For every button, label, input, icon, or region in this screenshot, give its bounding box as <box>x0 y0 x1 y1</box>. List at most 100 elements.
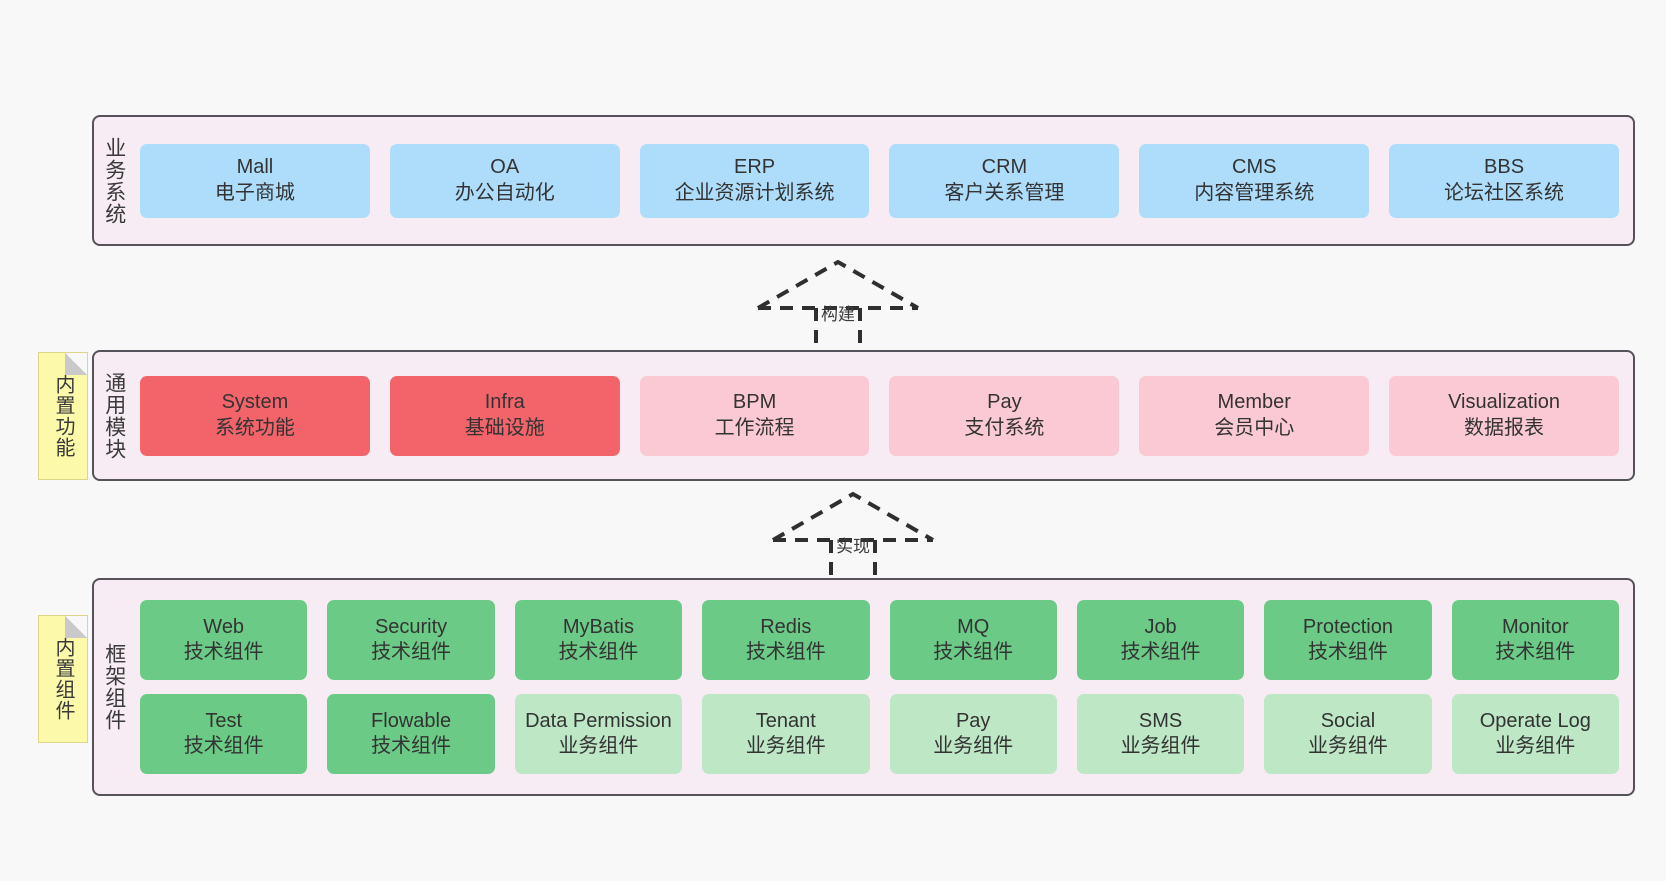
card-monitor-en: Monitor <box>1501 615 1569 638</box>
card-operate-log-cn: 业务组件 <box>1495 735 1576 757</box>
card-cms[interactable]: CMS 内容管理系统 <box>1139 143 1370 218</box>
card-erp-en: ERP <box>734 156 776 179</box>
card-visualization-en: Visualization <box>1448 391 1561 414</box>
card-mall[interactable]: Mall 电子商城 <box>140 143 370 218</box>
layer-business-title: 业务系统 <box>102 136 126 225</box>
card-bbs-cn: 论坛社区系统 <box>1444 181 1565 204</box>
card-visualization[interactable]: Visualization 数据报表 <box>1389 375 1619 456</box>
card-monitor[interactable]: Monitor 技术组件 <box>1451 600 1619 680</box>
card-web-cn: 技术组件 <box>183 641 264 663</box>
card-system-cn: 系统功能 <box>214 416 295 439</box>
card-member-en: Member <box>1217 391 1291 414</box>
card-job-en: Job <box>1144 615 1177 638</box>
card-crm[interactable]: CRM 客户关系管理 <box>889 143 1120 218</box>
note-builtin-components-label: 内置组件 <box>52 637 74 721</box>
card-bpm[interactable]: BPM 工作流程 <box>639 375 870 456</box>
card-oa-en: OA <box>490 156 520 179</box>
card-security-en: Security <box>374 615 448 638</box>
layer-business-system: 业务系统 Mall 电子商城 OA 办公自动化 ERP 企业资源计划系统 CRM… <box>92 115 1635 246</box>
note-builtin-features: 内置功能 <box>38 352 88 480</box>
framework-card-row-business: Test 技术组件 Flowable 技术组件 Data Permission … <box>140 694 1619 774</box>
card-tenant[interactable]: Tenant 业务组件 <box>702 694 870 774</box>
layer-business-body: Mall 电子商城 OA 办公自动化 ERP 企业资源计划系统 CRM 客户关系… <box>134 117 1633 244</box>
card-infra[interactable]: Infra 基础设施 <box>389 375 620 456</box>
framework-card-row-technical: Web 技术组件 Security 技术组件 MyBatis 技术组件 Redi… <box>140 600 1619 680</box>
card-sms-en: SMS <box>1138 709 1183 732</box>
card-mall-en: Mall <box>236 156 274 179</box>
layer-modules-title: 通用模块 <box>102 371 126 460</box>
card-test[interactable]: Test 技术组件 <box>140 694 308 774</box>
card-pay-module-cn: 支付系统 <box>964 416 1045 439</box>
note-builtin-components: 内置组件 <box>38 615 88 743</box>
layer-modules-body: System 系统功能 Infra 基础设施 BPM 工作流程 Pay 支付系统… <box>134 352 1633 479</box>
card-member[interactable]: Member 会员中心 <box>1139 375 1370 456</box>
layer-common-modules: 通用模块 System 系统功能 Infra 基础设施 BPM 工作流程 Pay… <box>92 350 1635 481</box>
card-security-cn: 技术组件 <box>371 641 452 663</box>
card-security[interactable]: Security 技术组件 <box>327 600 495 680</box>
layer-framework-title: 框架组件 <box>102 643 126 731</box>
card-mybatis-cn: 技术组件 <box>558 641 639 663</box>
card-operate-log[interactable]: Operate Log 业务组件 <box>1451 694 1619 774</box>
card-monitor-cn: 技术组件 <box>1495 641 1576 663</box>
card-bpm-en: BPM <box>732 391 777 414</box>
card-erp-cn: 企业资源计划系统 <box>674 181 835 204</box>
connector-build-label: 构建 <box>821 305 855 324</box>
card-job-cn: 技术组件 <box>1120 641 1201 663</box>
card-mq[interactable]: MQ 技术组件 <box>889 600 1057 680</box>
card-erp[interactable]: ERP 企业资源计划系统 <box>639 143 870 218</box>
card-flowable[interactable]: Flowable 技术组件 <box>327 694 495 774</box>
card-oa-cn: 办公自动化 <box>454 181 555 204</box>
card-test-en: Test <box>205 709 243 732</box>
card-social-en: Social <box>1320 709 1376 732</box>
card-crm-cn: 客户关系管理 <box>944 181 1065 204</box>
card-mq-en: MQ <box>957 615 990 638</box>
card-infra-en: Infra <box>484 391 525 414</box>
card-data-permission[interactable]: Data Permission 业务组件 <box>514 694 683 774</box>
card-tenant-en: Tenant <box>755 709 816 732</box>
card-social[interactable]: Social 业务组件 <box>1264 694 1432 774</box>
card-protection-en: Protection <box>1302 615 1393 638</box>
card-data-permission-en: Data Permission <box>525 709 672 732</box>
connector-realize-arrow-icon <box>772 491 934 588</box>
card-job[interactable]: Job 技术组件 <box>1076 600 1245 680</box>
card-system[interactable]: System 系统功能 <box>140 375 370 456</box>
card-test-cn: 技术组件 <box>183 735 264 757</box>
card-protection-cn: 技术组件 <box>1307 641 1388 663</box>
card-sms-cn: 业务组件 <box>1120 735 1201 757</box>
card-pay-component-cn: 业务组件 <box>933 735 1014 757</box>
card-crm-en: CRM <box>981 156 1028 179</box>
card-pay-module-en: Pay <box>987 391 1022 414</box>
card-infra-cn: 基础设施 <box>464 416 545 439</box>
connector-build-arrow-icon <box>757 259 919 356</box>
card-mq-cn: 技术组件 <box>933 641 1014 663</box>
card-flowable-en: Flowable <box>371 709 452 732</box>
card-system-en: System <box>221 391 289 414</box>
layer-framework-components: 框架组件 Web 技术组件 Security 技术组件 MyBatis 技术组件… <box>92 578 1635 796</box>
card-mybatis-en: MyBatis <box>562 615 634 638</box>
layer-framework-body: Web 技术组件 Security 技术组件 MyBatis 技术组件 Redi… <box>134 580 1633 794</box>
card-mybatis[interactable]: MyBatis 技术组件 <box>514 600 683 680</box>
connector-build: 构建 <box>748 256 928 356</box>
card-pay-component[interactable]: Pay 业务组件 <box>889 694 1057 774</box>
card-mall-cn: 电子商城 <box>214 181 295 204</box>
card-operate-log-en: Operate Log <box>1479 709 1591 732</box>
card-protection[interactable]: Protection 技术组件 <box>1264 600 1432 680</box>
card-pay-module[interactable]: Pay 支付系统 <box>889 375 1120 456</box>
card-bpm-cn: 工作流程 <box>714 416 795 439</box>
card-web[interactable]: Web 技术组件 <box>140 600 308 680</box>
card-web-en: Web <box>203 615 245 638</box>
connector-realize-label: 实现 <box>836 537 870 556</box>
card-bbs-en: BBS <box>1484 156 1525 179</box>
connector-realize: 实现 <box>763 488 943 588</box>
card-sms[interactable]: SMS 业务组件 <box>1076 694 1245 774</box>
card-tenant-cn: 业务组件 <box>745 735 826 757</box>
card-cms-en: CMS <box>1232 156 1277 179</box>
card-oa[interactable]: OA 办公自动化 <box>389 143 620 218</box>
card-data-permission-cn: 业务组件 <box>558 735 639 757</box>
card-visualization-cn: 数据报表 <box>1464 416 1545 439</box>
card-member-cn: 会员中心 <box>1214 416 1295 439</box>
card-redis[interactable]: Redis 技术组件 <box>702 600 870 680</box>
modules-card-row: System 系统功能 Infra 基础设施 BPM 工作流程 Pay 支付系统… <box>140 375 1619 456</box>
card-bbs[interactable]: BBS 论坛社区系统 <box>1389 143 1619 218</box>
